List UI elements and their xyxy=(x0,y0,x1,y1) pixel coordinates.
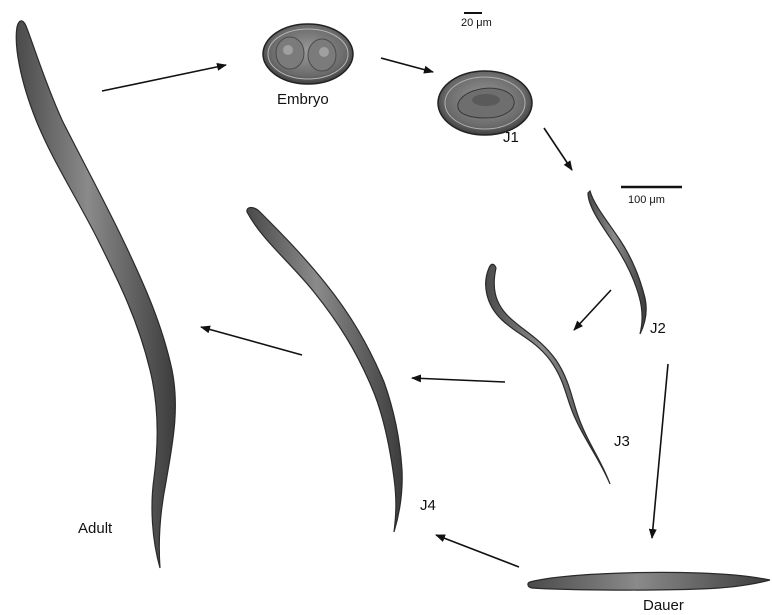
j4-image xyxy=(247,208,402,533)
j2-image xyxy=(588,191,646,334)
j1-image xyxy=(438,71,532,135)
dauer-label: Dauer xyxy=(643,597,684,614)
scale-bar-large-label: 100 μm xyxy=(628,194,665,206)
arrow-dauer-to-j4 xyxy=(436,535,519,567)
arrow-adult-to-embryo xyxy=(102,65,226,91)
arrow-j1-to-j2 xyxy=(544,128,572,170)
j3-label: J3 xyxy=(614,433,630,450)
adult-label: Adult xyxy=(78,520,113,537)
arrow-j4-to-adult xyxy=(201,327,302,355)
arrow-j3-to-j4 xyxy=(412,378,505,382)
embryo-image xyxy=(263,24,353,84)
dauer-image xyxy=(528,572,770,590)
arrow-j2-to-j3 xyxy=(574,290,611,330)
j1-label: J1 xyxy=(503,129,519,146)
scale-bar-small-label: 20 μm xyxy=(461,17,492,29)
arrow-embryo-to-j1 xyxy=(381,58,433,72)
scale-bar-small: 20 μm xyxy=(461,13,492,29)
embryo-label: Embryo xyxy=(277,91,329,108)
arrow-j2-to-dauer xyxy=(652,364,668,538)
j2-label: J2 xyxy=(650,320,666,337)
scale-bar-large: 100 μm xyxy=(621,187,682,206)
adult-image xyxy=(16,21,175,568)
j3-image xyxy=(486,264,610,484)
j4-label: J4 xyxy=(420,497,436,514)
